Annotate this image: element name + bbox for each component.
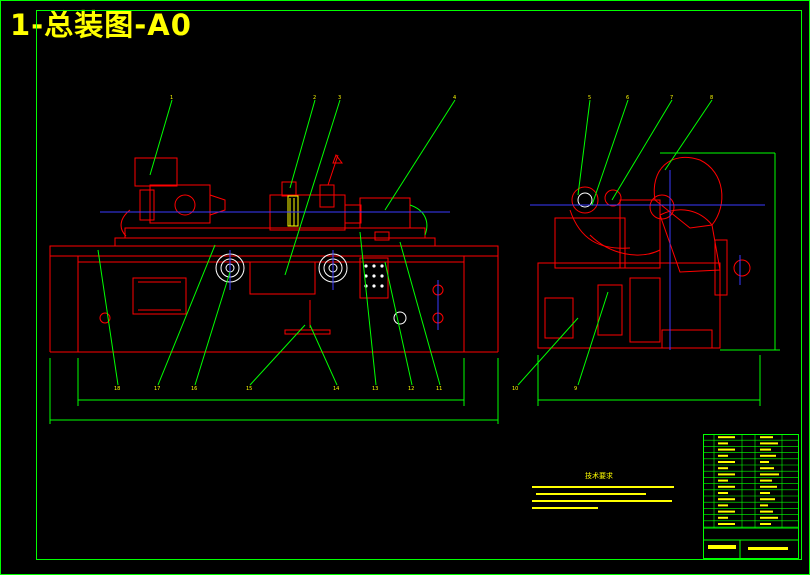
balloon-9: 9 [574,386,577,392]
balloon-15: 15 [246,386,252,392]
parts-row-text [718,485,735,488]
side-leaders [517,99,713,386]
balloon-10: 10 [512,386,518,392]
balloon-12: 12 [408,386,414,392]
parts-row-text [718,479,728,482]
parts-row-text [760,504,768,507]
front-leaders [97,99,456,386]
balloon-7: 7 [670,95,673,101]
balloon-11: 11 [436,386,442,392]
notes-lines [532,486,674,509]
inner-frame [36,10,802,560]
balloon-14: 14 [333,386,339,392]
parts-row-text [760,498,775,501]
parts-row-text [718,454,728,457]
balloon-5: 5 [588,95,591,101]
tailstock [359,197,411,229]
parts-row-text [760,485,777,488]
parts-row-text [760,461,769,463]
balloon-17: 17 [154,386,160,392]
balloon-4: 4 [453,95,456,101]
technical-notes: 技术要求 [532,471,674,509]
parts-row-text [760,467,774,470]
balloon-2: 2 [313,95,316,101]
parts-row-text [718,467,728,470]
balloon-16: 16 [191,386,197,392]
side-base [537,262,721,349]
parts-row-text [760,436,773,439]
balloon-1: 1 [170,95,173,101]
machine-bed [49,245,499,257]
parts-row-text [718,448,735,451]
balloon-labels: 1 2 3 4 5 6 7 8 18 17 16 15 14 13 12 11 … [114,95,713,392]
balloon-18: 18 [114,386,120,392]
parts-row-text [718,510,735,513]
parts-list [703,434,799,559]
parts-row-text [718,442,728,445]
work-table [114,237,436,247]
center-cover [249,261,316,295]
wheel-guard [653,156,723,229]
foot-pedal [284,300,331,335]
parts-row-text [718,461,735,463]
parts-row-text [760,473,779,476]
parts-row-text [718,504,728,507]
headstock-motor [134,157,178,187]
parts-row-text [760,479,772,482]
machine-base [77,255,465,353]
drawing-title: 1-总装图-A0 [10,8,192,42]
front-view [49,153,499,424]
parts-row-text [760,523,771,525]
parts-row-text [718,516,728,519]
side-view [530,152,780,406]
parts-row-text [760,510,773,513]
parts-row-text [760,442,778,445]
balloon-8: 8 [710,95,713,101]
parts-row-text [760,448,771,451]
balloon-13: 13 [372,386,378,392]
parts-row-text [718,492,728,494]
parts-row-text [760,454,776,457]
parts-row-text [718,473,735,476]
balloon-6: 6 [626,95,629,101]
parts-row-text [760,492,770,494]
parts-row-text [718,523,735,525]
notes-heading: 技术要求 [585,471,613,480]
balloon-3: 3 [338,95,341,101]
parts-row-text [718,436,735,439]
parts-row-text [718,498,735,501]
parts-row-text [760,516,778,519]
control-panel [359,257,389,299]
access-door [132,277,187,315]
